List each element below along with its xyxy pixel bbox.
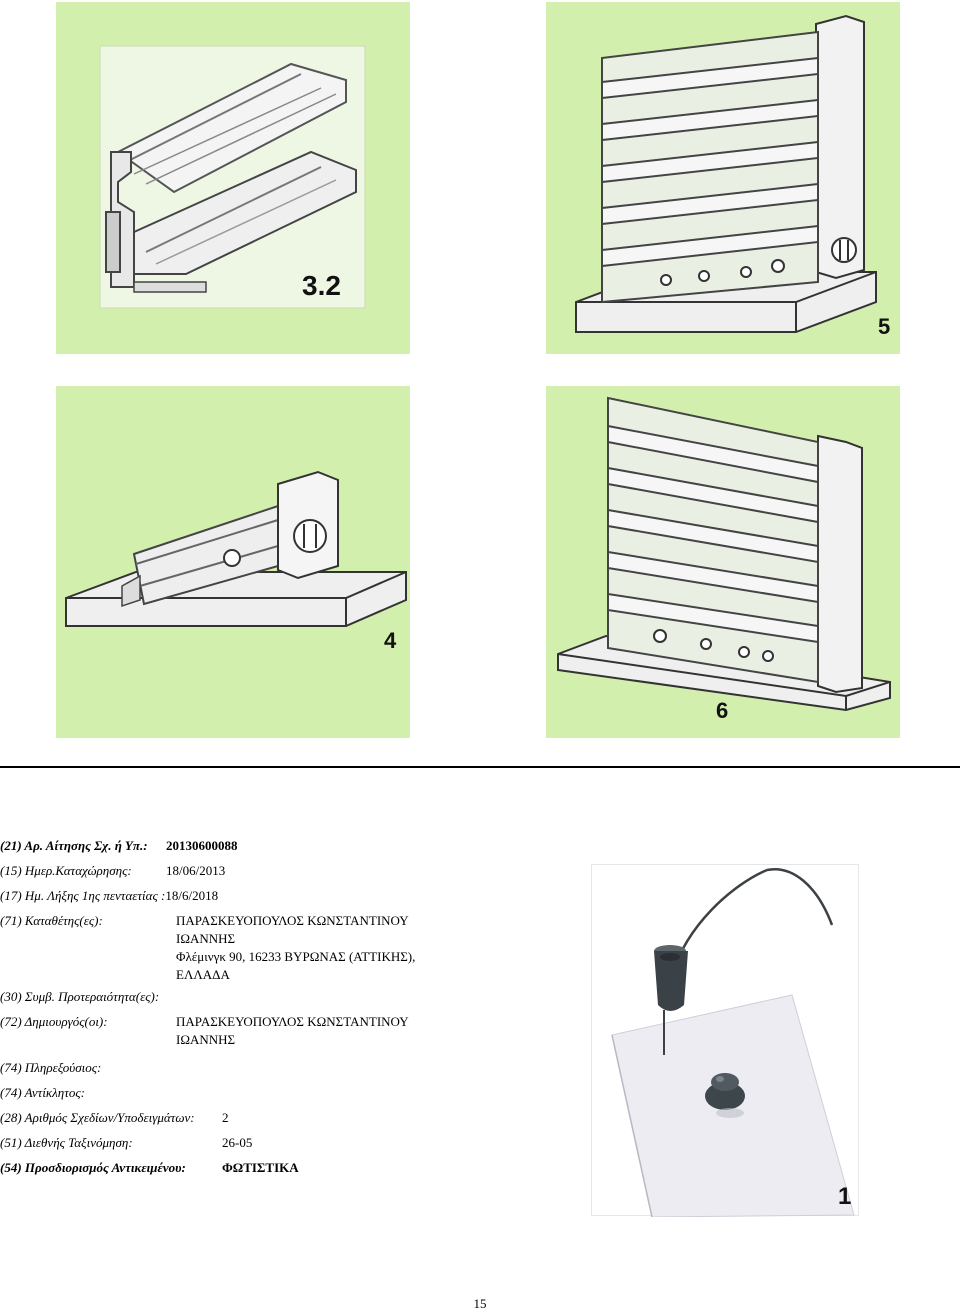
section-divider [0, 766, 960, 768]
field-applicant-country: ΕΛΛΑΔΑ [176, 967, 230, 982]
field-expiry-date: (17) Ημ. Λήξης 1ης πενταετίας :18/6/2018 [0, 888, 219, 903]
field-representative: (74) Αντίκλητος: [0, 1085, 86, 1100]
rail-base-drawing [65, 470, 407, 627]
field-application-number: (21) Αρ. Αίτησης Σχ. ή Υπ.:20130600088 [0, 838, 238, 853]
figure-6-panel: 6 [546, 386, 900, 738]
photo-1: 1 [591, 864, 859, 1217]
field-creator-line-2: ΙΩΑΝΝΗΣ [176, 1032, 236, 1047]
field-attorney: (74) Πληρεξούσιος: [0, 1060, 102, 1075]
figure-number: 5 [878, 314, 891, 339]
page-number: 15 [473, 1296, 487, 1311]
figure-number: 4 [384, 628, 397, 653]
field-filing-date: (15) Ημερ.Καταχώρησης:18/06/2013 [0, 863, 226, 878]
field-applicant-address: Φλέμινγκ 90, 16233 ΒΥΡΩΝΑΣ (ΑΤΤΙΚΗΣ), [176, 949, 416, 964]
field-creator: (72) Δημιουργός(οι):ΠΑΡΑΣΚΕΥΟΠΟΥΛΟΣ ΚΩΝΣ… [0, 1014, 409, 1029]
luminaire-photo [611, 868, 855, 1217]
field-classification: (51) Διεθνής Ταξινόμηση:26-05 [0, 1135, 253, 1150]
figure-5-panel: 5 [546, 2, 900, 354]
field-priority: (30) Συμβ. Προτεραιότητα(ες): [0, 989, 160, 1004]
figure-number: 6 [716, 698, 729, 723]
photo-number: 1 [838, 1183, 852, 1210]
figure-number: 3.2 [302, 270, 341, 301]
panel-assembly-drawing [575, 14, 877, 333]
field-drawings-count: (28) Αριθμός Σχεδίων/Υποδειγμάτων:2 [0, 1110, 229, 1125]
panel-assembly-drawing [557, 396, 891, 712]
field-applicant: (71) Καταθέτης(ες):ΠΑΡΑΣΚΕΥΟΠΟΥΛΟΣ ΚΩΝΣΤ… [0, 913, 409, 928]
field-applicant-line-2: ΙΩΑΝΝΗΣ [176, 931, 236, 946]
figure-4-panel: 4 [56, 386, 410, 738]
figure-3-2-panel: 3.2 [56, 2, 410, 354]
profile-drawing [99, 45, 366, 309]
field-object-title: (54) Προσδιορισμός Αντικειμένου:ΦΩΤΙΣΤΙΚ… [0, 1160, 299, 1175]
